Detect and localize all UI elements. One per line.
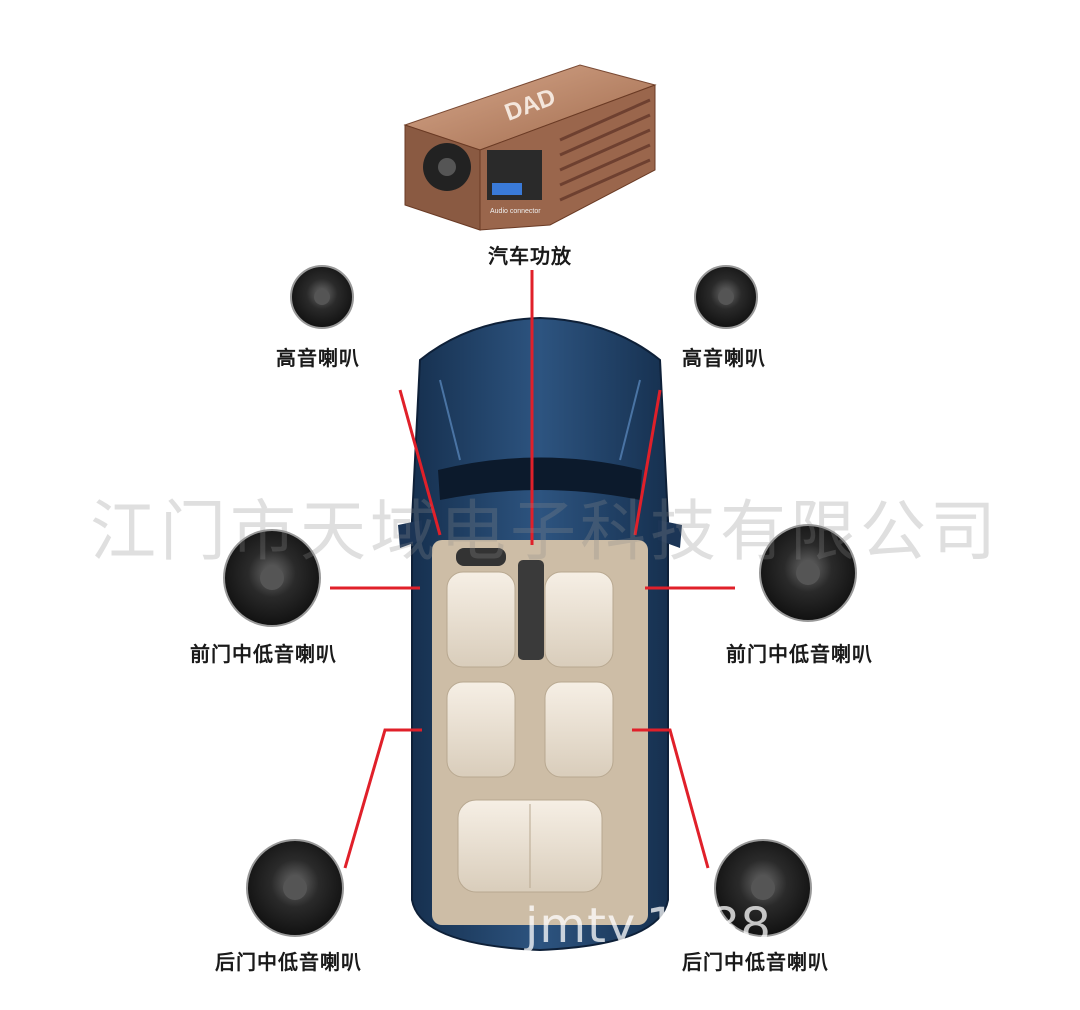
speaker-front-door-right <box>759 524 857 622</box>
speaker-rear-door-right <box>714 839 812 937</box>
label-front-door-right: 前门中低音喇叭 <box>726 642 873 666</box>
line-rear-left <box>343 728 422 869</box>
line-rear-right <box>632 728 710 869</box>
seats <box>446 571 614 893</box>
connection-lines <box>330 270 735 869</box>
label-rear-door-left: 后门中低音喇叭 <box>215 950 362 974</box>
label-tweeter-left: 高音喇叭 <box>276 346 360 370</box>
amp-port-text: Audio connector <box>490 208 541 215</box>
car-top-view <box>398 316 682 952</box>
mirror-right <box>658 520 682 548</box>
line-tweeter-right <box>633 389 662 536</box>
label-rear-door-right: 后门中低音喇叭 <box>682 950 829 974</box>
label-front-door-left: 前门中低音喇叭 <box>190 642 337 666</box>
line-tweeter-left <box>398 389 442 536</box>
watermark-company: 江门市天域电子科技有限公司 <box>90 493 1000 570</box>
mirror-left <box>398 520 422 548</box>
speaker-rear-door-left <box>246 839 344 937</box>
label-amplifier: 汽车功放 <box>488 244 572 268</box>
speaker-tweeter-right <box>694 265 758 329</box>
label-tweeter-right: 高音喇叭 <box>682 346 766 370</box>
center-console <box>518 560 544 660</box>
speaker-tweeter-left <box>290 265 354 329</box>
watermark-site: jmty.1688 <box>525 898 772 954</box>
amplifier: Audio connector DAD <box>403 64 657 231</box>
speaker-front-door-left <box>223 529 321 627</box>
